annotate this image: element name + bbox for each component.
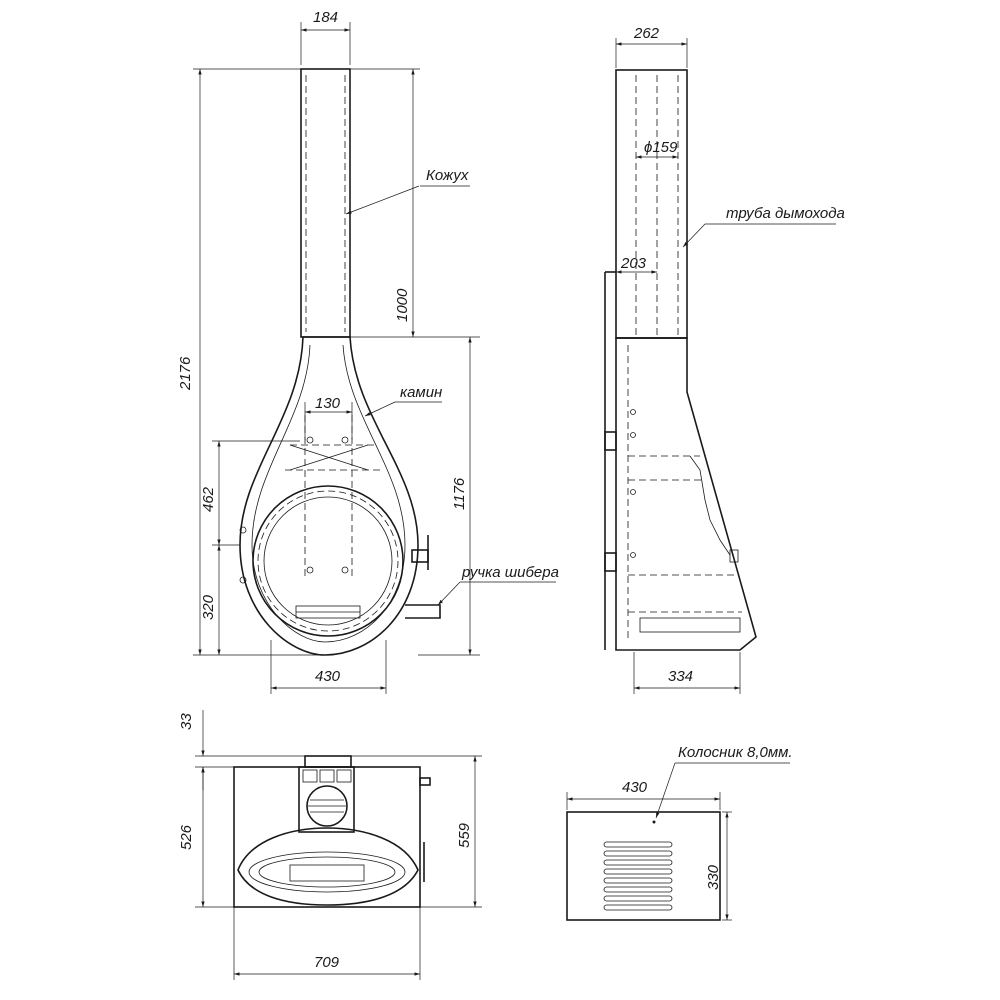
front-body xyxy=(239,336,419,656)
dim-130: 130 xyxy=(315,395,341,412)
plan-flue-circle xyxy=(306,785,348,827)
label-truba-dymohoda: труба дымохода xyxy=(726,205,845,222)
front-casing xyxy=(300,68,351,338)
dim-184: 184 xyxy=(313,9,338,26)
dim-430-grate: 430 xyxy=(622,779,648,796)
dim-203: 203 xyxy=(620,255,647,272)
dim-320: 320 xyxy=(200,594,217,620)
dim-33: 33 xyxy=(178,713,195,730)
side-pipe xyxy=(615,69,688,339)
damper-handle-bracket xyxy=(411,549,429,563)
dim-559: 559 xyxy=(456,822,473,848)
side-dimensions: 262 ϕ159 203 334 труба дымохода xyxy=(615,25,845,694)
plan-view xyxy=(233,755,431,908)
dim-430-front: 430 xyxy=(315,668,341,685)
dim-526: 526 xyxy=(178,824,195,850)
plan-body xyxy=(233,766,421,908)
label-kozhukh: Кожух xyxy=(426,167,469,184)
dim-1000: 1000 xyxy=(394,288,411,322)
grate-view xyxy=(566,811,721,921)
front-fire-ring xyxy=(252,485,404,637)
dim-330: 330 xyxy=(705,864,722,890)
grate-plate xyxy=(566,811,721,921)
front-view xyxy=(239,68,441,656)
dim-334: 334 xyxy=(668,668,693,685)
front-dimensions: 184 2176 1000 1176 462 320 130 430 xyxy=(177,9,480,694)
label-kolosnik: Колосник 8,0мм. xyxy=(678,744,793,761)
dim-2176: 2176 xyxy=(177,356,194,391)
label-ruchka-shibera: ручка шибера xyxy=(461,564,559,581)
plan-firebox xyxy=(237,827,419,906)
front-leaders: Кожух камин ручка шибера xyxy=(345,167,559,606)
dim-1176: 1176 xyxy=(451,477,468,510)
label-kamin: камин xyxy=(400,384,442,401)
side-view xyxy=(604,69,757,651)
dim-462: 462 xyxy=(200,486,217,512)
grate-dimensions: 430 330 Колосник 8,0мм. xyxy=(566,744,793,921)
plan-dimensions: 33 526 559 709 xyxy=(178,710,482,980)
side-body xyxy=(615,337,757,651)
dim-262: 262 xyxy=(633,25,660,42)
dim-phi159: ϕ159 xyxy=(644,139,678,156)
dim-709: 709 xyxy=(314,954,340,971)
